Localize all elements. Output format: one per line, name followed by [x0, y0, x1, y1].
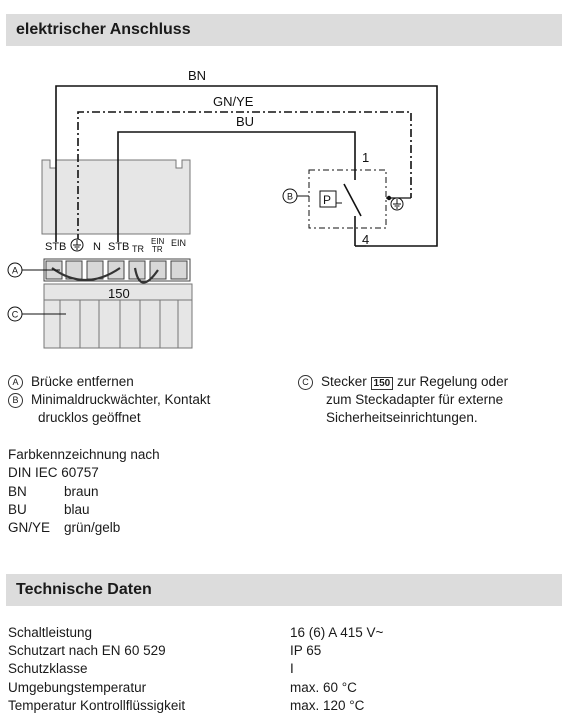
pressure-symbol [319, 190, 337, 208]
legend-b-line2: drucklos geöffnet [38, 410, 141, 425]
term-ein2: EIN [171, 238, 186, 248]
plug-150 [43, 283, 193, 349]
section-title-tech: Technische Daten [6, 574, 562, 606]
wire-gnye [77, 111, 412, 242]
switch-p: P [323, 193, 331, 207]
term-tr2: TR [152, 245, 163, 254]
wire-bu [117, 131, 356, 242]
wire-bn [55, 85, 438, 247]
callout-a: A [12, 266, 18, 276]
term-ein1: EIN [151, 237, 165, 246]
bridge-a [51, 267, 121, 281]
bridge-tr [133, 267, 159, 284]
term-stb2: STB [108, 241, 129, 253]
legend-c-line3: Sicherheitseinrichtungen. [326, 410, 478, 425]
legend-c-line2: zum Steckadapter für externe [326, 392, 504, 407]
term-stb: STB [45, 241, 66, 253]
term-n: N [93, 241, 101, 253]
switch-contact [343, 183, 362, 217]
callout-b: B [287, 192, 293, 202]
label-gnye: GN/YE [213, 94, 254, 109]
color-code-standard: DIN IEC 60757 [8, 465, 99, 480]
label-bn: BN [188, 68, 206, 83]
pressure-switch-box [308, 169, 387, 229]
pin-4: 4 [362, 232, 369, 247]
plug-number: 150 [108, 286, 130, 301]
term-tr: TR [132, 244, 144, 254]
pin-1: 1 [362, 150, 369, 165]
callout-c: C [12, 310, 19, 320]
wiring-diagram: BN GN/YE BU STB N STB TR EIN TR EIN 150 … [7, 68, 438, 349]
terminal-block-body [41, 159, 191, 235]
label-bu: BU [236, 114, 254, 129]
color-code-title: Farbkennzeichnung nach [8, 447, 160, 462]
section-title-connection: elektrischer Anschluss [6, 14, 562, 46]
